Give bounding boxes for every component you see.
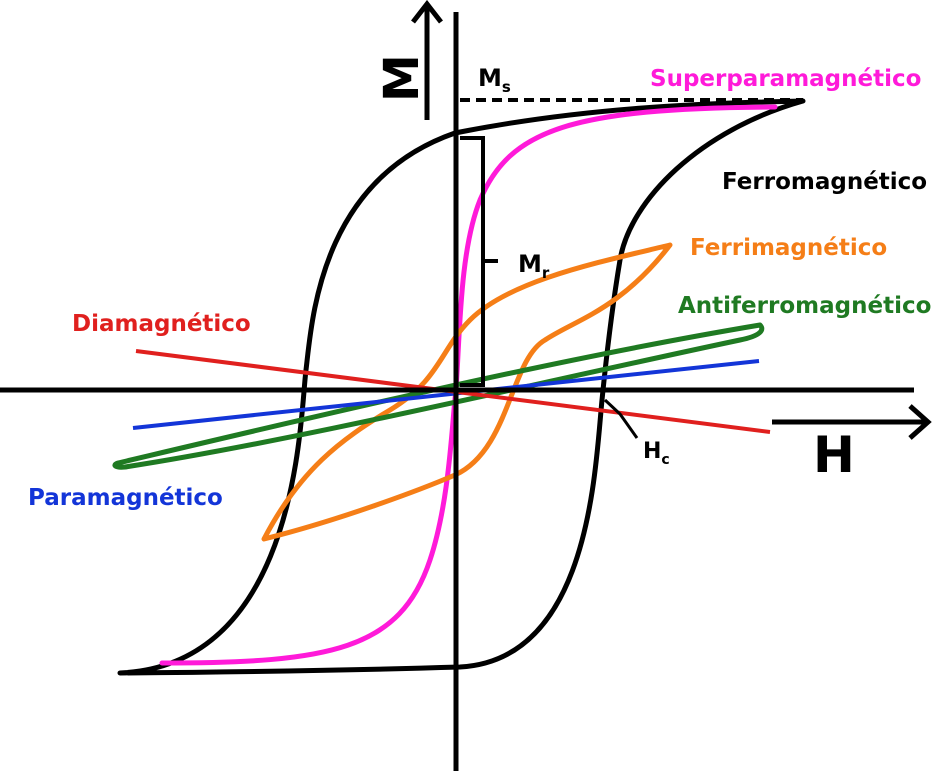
hc-label: Hc — [643, 439, 670, 468]
ferromagnetic-loop — [117, 98, 806, 676]
hc-leader — [603, 398, 639, 439]
mr-bracket — [460, 136, 498, 387]
h-arrow — [772, 404, 932, 440]
superparamagnetic-label: Superparamagnético — [650, 66, 921, 92]
m-arrow — [411, 0, 443, 120]
paramagnetic-line — [132, 359, 760, 430]
mr-label: Mr — [518, 250, 550, 282]
antiferromagnetic-label: Antiferromagnético — [678, 293, 931, 319]
ferrimagnetic-label: Ferrimagnético — [690, 235, 887, 261]
diamagnetic-label: Diamagnético — [72, 311, 251, 337]
ferromagnetic-label: Ferromagnético — [722, 169, 927, 195]
h-axis-label: H — [813, 426, 855, 484]
m-axis-label: M — [374, 54, 430, 102]
paramagnetic-label: Paramagnético — [28, 485, 223, 511]
ms-label: Ms — [478, 64, 511, 96]
